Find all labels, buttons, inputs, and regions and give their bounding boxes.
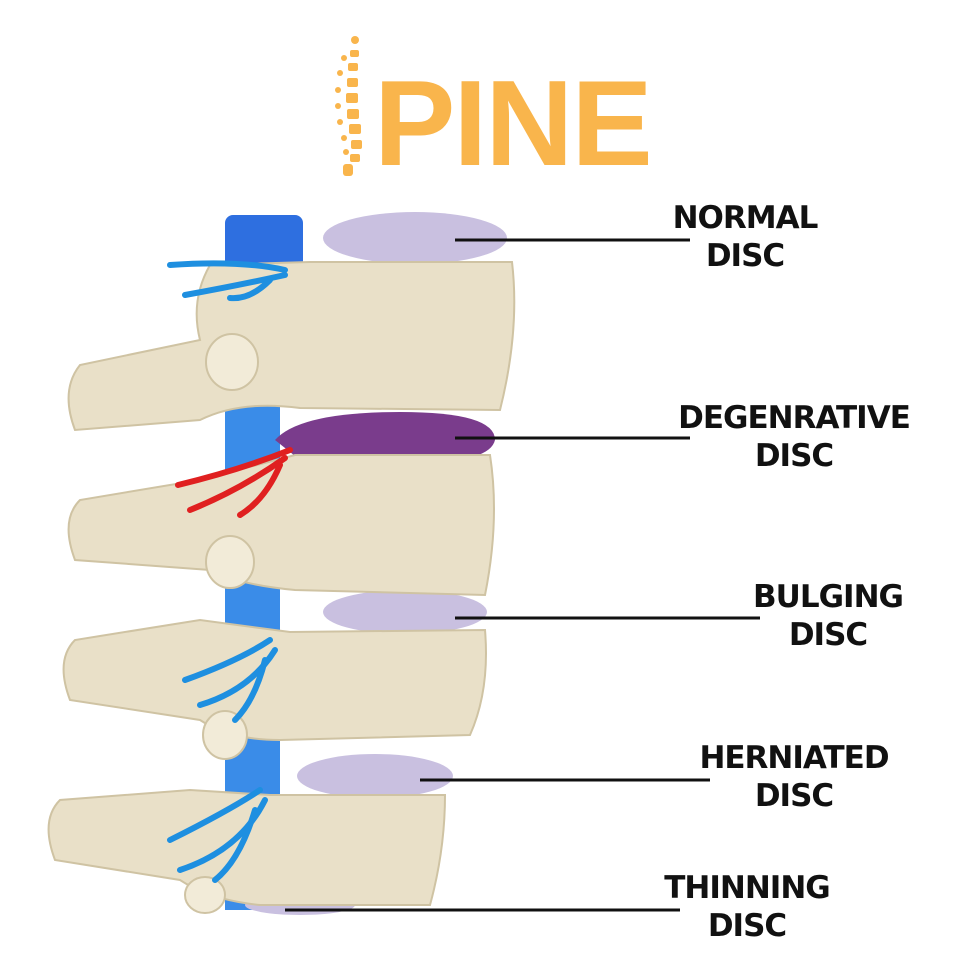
label-line: DISC — [754, 438, 834, 474]
label-line: DISC — [788, 617, 868, 653]
label-line: DISC — [754, 778, 834, 814]
label-line: THINNING — [664, 870, 830, 906]
label-line: DEGENRATIVE — [678, 400, 911, 436]
label-line: BULGING — [753, 579, 904, 615]
inflamed-nerve — [175, 447, 293, 518]
leader-lines — [285, 238, 760, 912]
vertebra-1 — [67, 261, 516, 432]
vertebra-3 — [62, 618, 487, 742]
label-line: DISC — [707, 908, 787, 944]
vertebra-2 — [67, 454, 495, 597]
normal-disc — [323, 212, 507, 264]
spine-icon — [335, 36, 362, 176]
herniated-disc — [297, 754, 453, 798]
vertebra-4 — [47, 788, 447, 906]
bulging-disc — [323, 590, 487, 634]
title: PINE — [374, 55, 653, 191]
label-line: DISC — [705, 238, 785, 274]
degenerative-disc — [275, 412, 495, 462]
label-line: NORMAL — [672, 200, 819, 236]
spinal-cord — [225, 215, 303, 275]
label-line: HERNIATED — [699, 740, 889, 776]
nerve-roots — [167, 260, 288, 883]
